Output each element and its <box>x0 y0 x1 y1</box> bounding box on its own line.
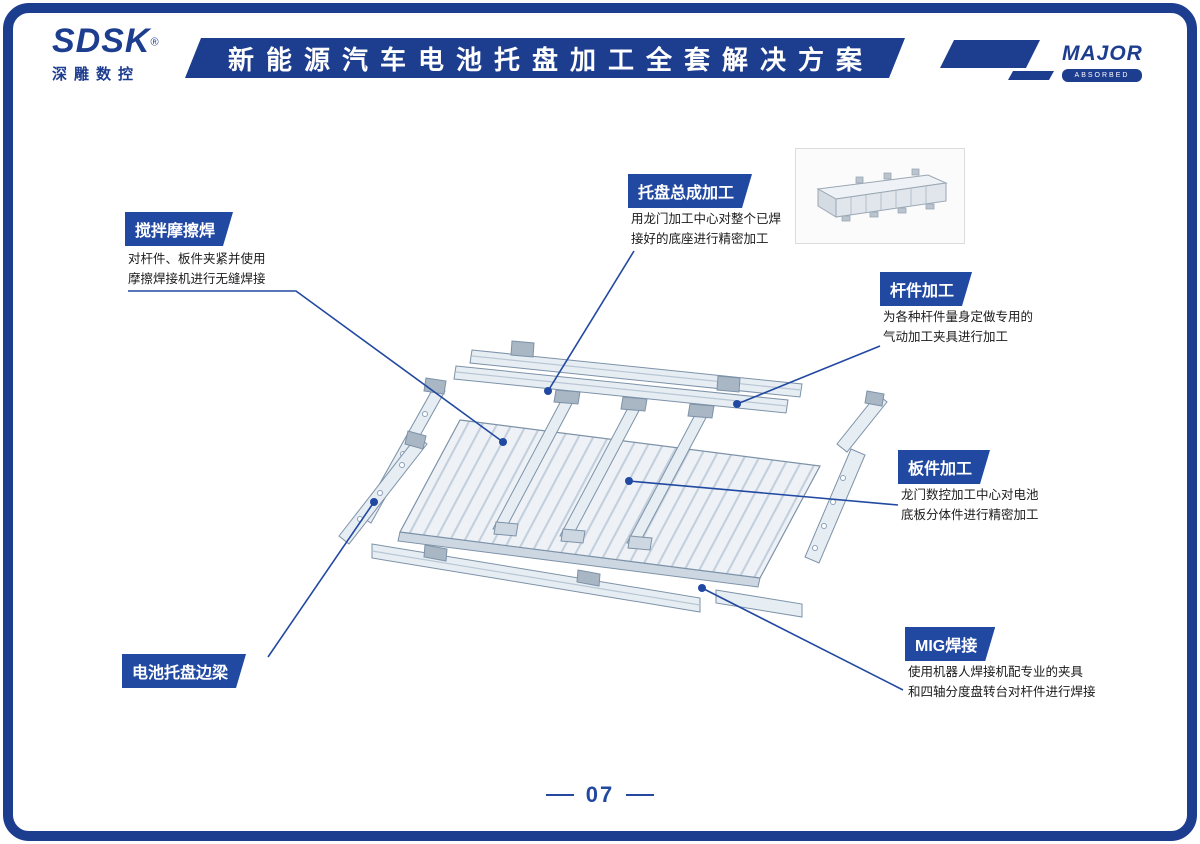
brand-logo-row: SDSK® <box>52 22 159 61</box>
callout-plate-machining-label: 板件加工 <box>898 450 990 484</box>
major-logo-tagline: ABSORBED <box>1062 69 1142 82</box>
connector-dot-rod <box>733 400 741 408</box>
major-logo: MAJOR ABSORBED <box>1062 42 1142 82</box>
desc-line: 使用机器人焊接机配专业的夹具 <box>908 665 1084 679</box>
callout-rod-machining-desc: 为各种杆件量身定做专用的 气动加工夹具进行加工 <box>883 307 1033 347</box>
desc-line: 龙门数控加工中心对电池 <box>901 488 1039 502</box>
connector-mig <box>701 587 904 691</box>
major-logo-name: MAJOR <box>1062 42 1143 65</box>
assembled-tray-drawing <box>816 168 948 222</box>
desc-line: 对杆件、板件夹紧并使用 <box>128 252 266 266</box>
page-title-banner: 新能源汽车电池托盘加工全套解决方案 <box>185 38 905 78</box>
cross-beams <box>492 389 715 551</box>
callout-mig-welding-desc: 使用机器人焊接机配专业的夹具 和四轴分度盘转台对杆件进行焊接 <box>908 662 1096 702</box>
page-number: 07 <box>0 782 1200 808</box>
desc-line: 为各种杆件量身定做专用的 <box>883 310 1034 324</box>
desc-line: 用龙门加工中心对整个已焊 <box>631 212 782 226</box>
connector-assembly <box>547 250 635 392</box>
connector-rod <box>736 345 881 405</box>
left-side-beams <box>338 377 447 545</box>
callout-plate-machining-desc: 龙门数控加工中心对电池 底板分体件进行精密加工 <box>901 485 1039 525</box>
top-rails <box>453 340 803 414</box>
page-number-value: 07 <box>585 782 615 807</box>
desc-line: 和四轴分度盘转台对杆件进行焊接 <box>908 685 1096 699</box>
decorative-stripe-small <box>1008 71 1054 80</box>
assembled-tray-thumbnail <box>795 148 965 244</box>
front-beams <box>371 543 803 618</box>
connector-dot-side-beam <box>370 498 378 506</box>
connector-side-beam <box>267 501 375 658</box>
right-side-parts <box>804 390 888 564</box>
connector-dot-assembly <box>544 387 552 395</box>
desc-line: 气动加工夹具进行加工 <box>883 330 1009 344</box>
callout-friction-stir-label: 搅拌摩擦焊 <box>125 212 233 246</box>
callout-rod-machining-label: 杆件加工 <box>880 272 972 306</box>
callout-connectors <box>128 250 904 691</box>
callout-assembly-label: 托盘总成加工 <box>628 174 752 208</box>
decorative-stripe-large <box>940 40 1040 68</box>
connector-dot-plate <box>625 477 633 485</box>
brand-logo: SDSK® 深雕数控 <box>52 22 159 84</box>
desc-line: 摩擦焊接机进行无缝焊接 <box>128 272 266 286</box>
callout-side-beam-label: 电池托盘边梁 <box>122 654 246 688</box>
page-title: 新能源汽车电池托盘加工全套解决方案 <box>227 44 874 75</box>
desc-line: 底板分体件进行精密加工 <box>901 508 1039 522</box>
footer-dash-right <box>626 793 655 797</box>
callout-mig-welding-label: MIG焊接 <box>905 627 995 661</box>
brand-subtitle: 深雕数控 <box>52 66 141 83</box>
callout-friction-stir-desc: 对杆件、板件夹紧并使用 摩擦焊接机进行无缝焊接 <box>128 249 266 289</box>
callout-assembly-desc: 用龙门加工中心对整个已焊 接好的底座进行精密加工 <box>631 209 781 249</box>
connector-friction-stir <box>128 290 504 443</box>
footer-dash-left <box>545 793 574 797</box>
brand-name: SDSK <box>52 22 151 60</box>
registered-mark-icon: ® <box>150 36 159 49</box>
connector-dot-mig <box>698 584 706 592</box>
connector-plate <box>628 480 899 506</box>
connector-dot-friction-stir <box>499 438 507 446</box>
floor-plates <box>397 419 821 588</box>
desc-line: 接好的底座进行精密加工 <box>631 232 769 246</box>
